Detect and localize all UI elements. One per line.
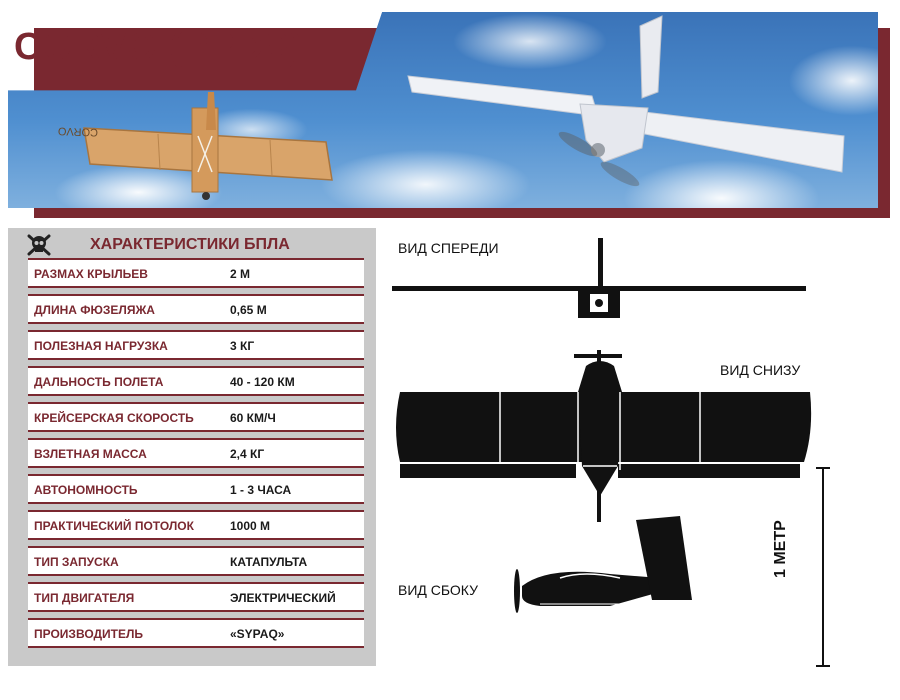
- side-view-label: ВИД СБОКУ: [398, 582, 479, 598]
- spec-value: 1000 М: [230, 519, 271, 533]
- spec-value: ЭЛЕКТРИЧЕСКИЙ: [230, 591, 336, 605]
- spec-row: ПРОИЗВОДИТЕЛЬ «SYPAQ»: [28, 618, 364, 648]
- spec-row: КРЕЙСЕРСКАЯ СКОРОСТЬ 60 КМ/Ч: [28, 402, 364, 432]
- bottom-view-drawing: [396, 350, 812, 522]
- specs-title: ХАРАКТЕРИСТИКИ БПЛА: [90, 236, 290, 253]
- spec-label: ТИП ЗАПУСКА: [34, 555, 119, 569]
- spec-label: ПРАКТИЧЕСКИЙ ПОТОЛОК: [34, 519, 194, 533]
- bottom-view-label: ВИД СНИЗУ: [720, 362, 801, 378]
- skull-crossbones-icon: [27, 234, 51, 256]
- spec-label: ДАЛЬНОСТЬ ПОЛЕТА: [34, 375, 164, 389]
- specs-header: ХАРАКТЕРИСТИКИ БПЛА: [8, 228, 376, 260]
- svg-text:CORVO: CORVO: [57, 125, 98, 138]
- spec-value: 2 М: [230, 267, 251, 281]
- spec-label: КРЕЙСЕРСКАЯ СКОРОСТЬ: [34, 411, 194, 425]
- spec-row: ВЗЛЕТНАЯ МАССА 2,4 КГ: [28, 438, 364, 468]
- spec-label: ПОЛЕЗНАЯ НАГРУЗКА: [34, 339, 168, 353]
- scale-bar: [816, 467, 830, 667]
- cardboard-drone-photo: CORVO: [57, 92, 333, 200]
- spec-row: ПРАКТИЧЕСКИЙ ПОТОЛОК 1000 М: [28, 510, 364, 540]
- scale-label: 1 МЕТР: [772, 520, 789, 578]
- side-view-drawing: [514, 516, 692, 613]
- spec-label: РАЗМАХ КРЫЛЬЕВ: [34, 267, 148, 281]
- spec-value: «SYPAQ»: [230, 627, 285, 641]
- spec-label: ВЗЛЕТНАЯ МАССА: [34, 447, 147, 461]
- spec-label: ПРОИЗВОДИТЕЛЬ: [34, 627, 144, 641]
- spec-row: ДЛИНА ФЮЗЕЛЯЖА 0,65 М: [28, 294, 364, 324]
- spec-row: РАЗМАХ КРЫЛЬЕВ 2 М: [28, 258, 364, 288]
- spec-row: ТИП ДВИГАТЕЛЯ ЭЛЕКТРИЧЕСКИЙ: [28, 582, 364, 612]
- spec-value: 3 КГ: [230, 339, 255, 353]
- spec-row: ТИП ЗАПУСКА КАТАПУЛЬТА: [28, 546, 364, 576]
- spec-label: АВТОНОМНОСТЬ: [34, 483, 138, 497]
- spec-row: ПОЛЕЗНАЯ НАГРУЗКА 3 КГ: [28, 330, 364, 360]
- front-view-label: ВИД СПЕРЕДИ: [398, 240, 499, 256]
- spec-value: 60 КМ/Ч: [230, 411, 276, 425]
- specs-panel: ХАРАКТЕРИСТИКИ БПЛА РАЗМАХ КРЫЛЬЕВ 2 М ДЛИ…: [8, 228, 376, 666]
- drone-photo: CORVO: [57, 15, 845, 200]
- spec-value: 40 - 120 КМ: [230, 375, 295, 389]
- spec-row: АВТОНОМНОСТЬ 1 - 3 ЧАСА: [28, 474, 364, 504]
- spec-value: 2,4 КГ: [230, 447, 265, 461]
- spec-value: 1 - 3 ЧАСА: [230, 483, 292, 497]
- front-view-drawing: [392, 238, 806, 318]
- spec-label: ДЛИНА ФЮЗЕЛЯЖА: [34, 303, 155, 317]
- spec-label: ТИП ДВИГАТЕЛЯ: [34, 591, 135, 605]
- spec-value: 0,65 М: [230, 303, 267, 317]
- white-drone-photo: [407, 15, 845, 187]
- spec-value: КАТАПУЛЬТА: [230, 555, 308, 569]
- country-label: АВСТРАЛИЯ: [888, 276, 900, 692]
- spec-row: ДАЛЬНОСТЬ ПОЛЕТА 40 - 120 КМ: [28, 366, 364, 396]
- page-title: CORVO (PPDS): [14, 26, 305, 68]
